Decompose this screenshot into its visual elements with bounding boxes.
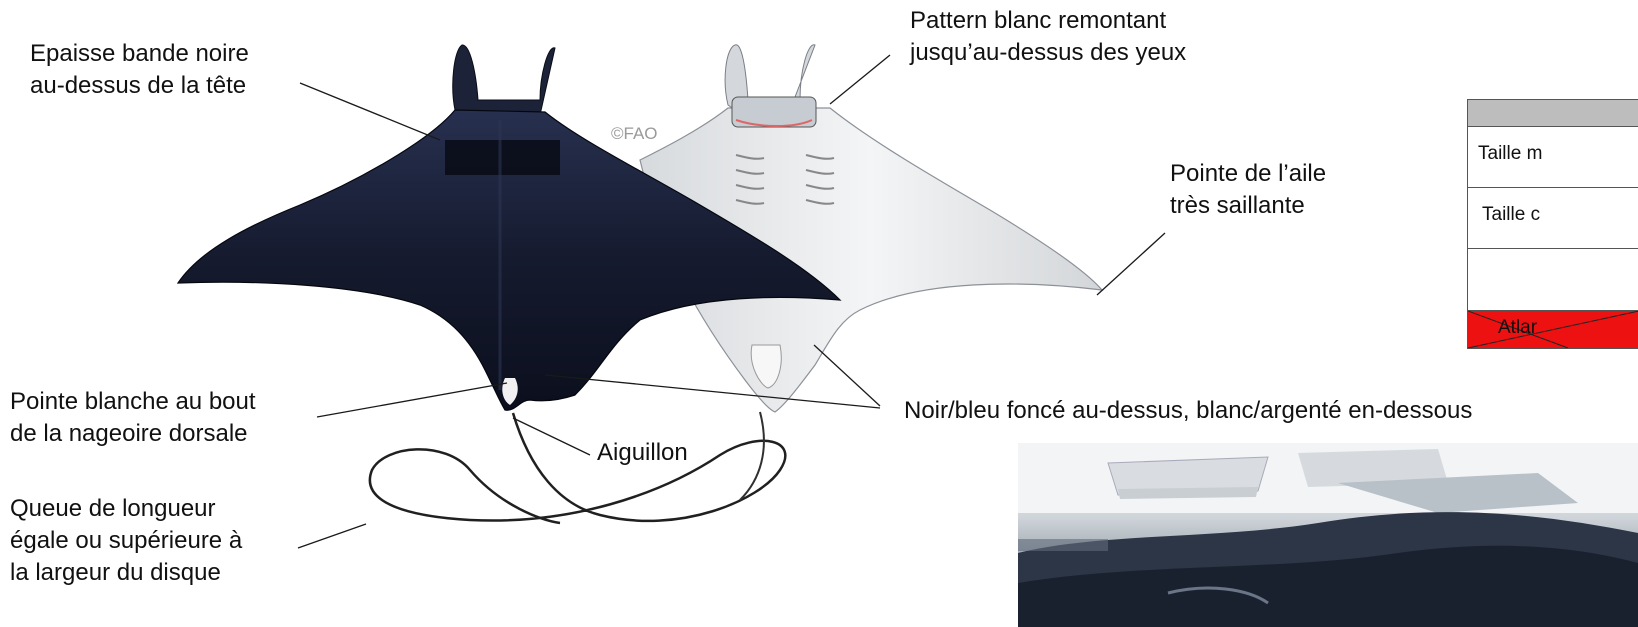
table-row-empty xyxy=(1468,249,1638,311)
label-spine-text: Aiguillon xyxy=(597,437,688,469)
label-tail-line2: égale ou supérieure à xyxy=(10,525,242,557)
manta-tail xyxy=(370,413,785,523)
cross-out-icon xyxy=(1468,311,1638,348)
label-head-band-line2: au-dessus de la tête xyxy=(30,70,249,102)
label-dorsal-tip: Pointe blanche au bout de la nageoire do… xyxy=(10,386,256,450)
table-row-size-max: Taille m xyxy=(1468,127,1638,188)
fao-credit: ©FAO xyxy=(611,124,658,144)
label-wing-tip-line2: très saillante xyxy=(1170,190,1326,222)
label-head-band-line1: Epaisse bande noire xyxy=(30,38,249,70)
label-tail-line1: Queue de longueur xyxy=(10,493,242,525)
label-head-band: Epaisse bande noire au-dessus de la tête xyxy=(30,38,249,102)
manta-photo xyxy=(1018,443,1638,627)
label-white-pattern-line1: Pattern blanc remontant xyxy=(910,5,1186,37)
table-row-size-max-label: Taille m xyxy=(1478,143,1542,164)
label-dorsal-tip-line2: de la nageoire dorsale xyxy=(10,418,256,450)
label-wing-tip: Pointe de l’aile très saillante xyxy=(1170,158,1326,222)
label-spine: Aiguillon xyxy=(597,437,688,469)
table-row-red-label: Atlar xyxy=(1498,317,1537,338)
label-coloration: Noir/bleu foncé au-dessus, blanc/argenté… xyxy=(904,395,1472,427)
table-row-size-c-label: Taille c xyxy=(1482,204,1540,225)
label-white-pattern: Pattern blanc remontant jusqu’au-dessus … xyxy=(910,5,1186,69)
table-row-red: Atlar xyxy=(1468,311,1638,348)
label-coloration-text: Noir/bleu foncé au-dessus, blanc/argenté… xyxy=(904,395,1472,427)
label-tail-line3: la largeur du disque xyxy=(10,557,242,589)
species-table-fragment: Taille m Taille c Atlar xyxy=(1467,99,1638,349)
table-header-row xyxy=(1468,100,1638,127)
label-white-pattern-line2: jusqu’au-dessus des yeux xyxy=(910,37,1186,69)
label-dorsal-tip-line1: Pointe blanche au bout xyxy=(10,386,256,418)
label-tail: Queue de longueur égale ou supérieure à … xyxy=(10,493,242,589)
table-row-size-c: Taille c xyxy=(1468,188,1638,249)
label-wing-tip-line1: Pointe de l’aile xyxy=(1170,158,1326,190)
